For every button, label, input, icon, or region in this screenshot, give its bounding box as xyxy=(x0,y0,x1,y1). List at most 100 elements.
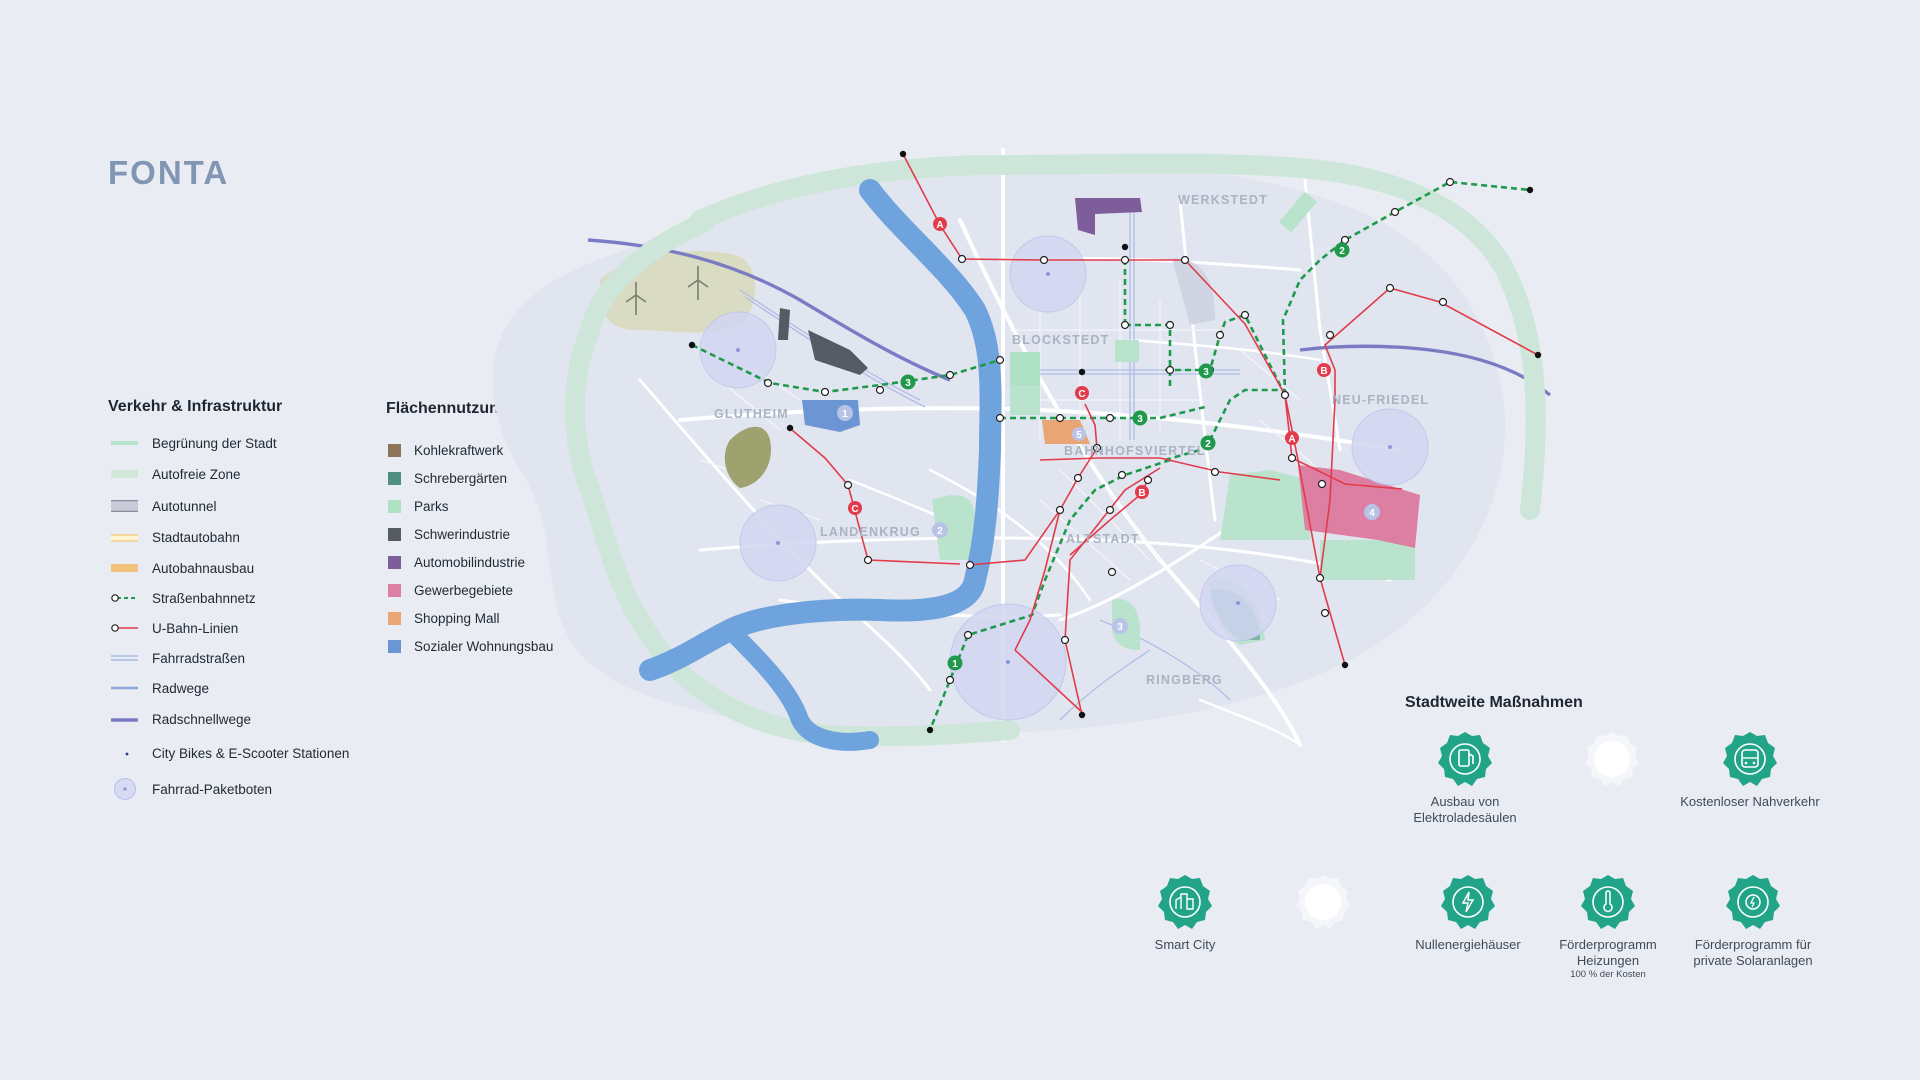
legend-item-greening: Begrünung der Stadt xyxy=(111,428,349,458)
legend-item-landuse: Schwerindustrie xyxy=(388,520,553,548)
legend-item-stations: City Bikes & E-Scooter Stationen xyxy=(111,736,349,771)
measure-sublabel: 100 % der Kosten xyxy=(1570,969,1646,980)
tram-line-3-badge-3: 3 xyxy=(1137,414,1143,425)
legend-label: Automobilindustrie xyxy=(414,554,526,570)
subway-lines xyxy=(791,153,1539,716)
legend-item-bike-express: Radschnellwege xyxy=(111,703,349,736)
smart-city-icon xyxy=(1158,875,1212,929)
measure-heating[interactable]: Förderprogramm Heizungen 100 % der Koste… xyxy=(1533,873,1683,981)
district-ringberg: RINGBERG xyxy=(1146,673,1223,687)
legend-item-tunnel: Autotunnel xyxy=(111,490,349,522)
tunnel-icon xyxy=(111,500,138,512)
bike-path-icon xyxy=(111,682,138,694)
measure-label: Förderprogramm für private Solaranlagen xyxy=(1693,937,1813,968)
empty-badge-icon xyxy=(1585,732,1639,786)
subway-line-a-badge-2: A xyxy=(1288,434,1295,445)
city-highway-icon xyxy=(111,532,138,544)
legend-label: Schrebergärten xyxy=(414,470,508,486)
district-neu-friedel: NEU-FRIEDEL xyxy=(1332,393,1429,407)
tram-line-1-badge: 1 xyxy=(952,659,958,670)
color-swatch-icon xyxy=(388,639,401,653)
wind-turbine-icon xyxy=(625,266,709,315)
empty-badge-icon xyxy=(1296,875,1350,929)
bike-express-icon xyxy=(111,714,138,726)
measure-smart-city[interactable]: Smart City xyxy=(1110,873,1260,953)
measure-solar[interactable]: Förderprogramm für private Solaranlagen xyxy=(1678,873,1828,969)
solar-icon xyxy=(1726,875,1780,929)
legend-label: Gewerbegebiete xyxy=(414,582,514,598)
legend-label: Autobahnausbau xyxy=(152,560,255,576)
legend-item-landuse: Sozialer Wohnungsbau xyxy=(388,632,553,660)
measure-free-transit[interactable]: Kostenloser Nahverkehr xyxy=(1675,730,1825,810)
legend-item-bike-street: Fahrradstraßen xyxy=(111,643,349,673)
tram-line-2-badge-2: 2 xyxy=(1339,246,1345,257)
subway-line-b-badge-2: B xyxy=(1138,488,1145,499)
tram-line-3-badge: 3 xyxy=(905,378,911,389)
energy-house-icon xyxy=(1441,875,1495,929)
legend-item-landuse: Gewerbegebiete xyxy=(388,576,553,604)
legend-label: Fahrradstraßen xyxy=(152,650,246,666)
color-swatch-icon xyxy=(388,611,401,625)
district-glutheim: GLUTHEIM xyxy=(714,407,789,421)
color-swatch-icon xyxy=(388,527,401,541)
courier-circle-centers xyxy=(736,272,1392,664)
legend-item-carfree: Autofreie Zone xyxy=(111,458,349,490)
district-bahnhofsviertel: BAHNHOFSVIERTEL xyxy=(1064,444,1206,458)
legend-label: Schwerindustrie xyxy=(414,526,511,542)
legend-label: Sozialer Wohnungsbau xyxy=(414,638,554,654)
thermometer-icon xyxy=(1581,875,1635,929)
legend-label: Begrünung der Stadt xyxy=(152,435,277,451)
measure-label: Ausbau von Elektroladesäulen xyxy=(1413,794,1517,825)
zone-2-label: 2 xyxy=(937,526,943,537)
legend-label: Autotunnel xyxy=(152,498,217,514)
legend-item-landuse: Kohlekraftwerk xyxy=(388,436,553,464)
legend-item-subway: U-Bahn-Linien xyxy=(111,613,349,643)
legend-label: Radwege xyxy=(152,680,210,696)
measure-charging[interactable]: Ausbau von Elektroladesäulen xyxy=(1390,730,1540,826)
legend-item-landuse: Shopping Mall xyxy=(388,604,553,632)
tram-ticket-icon xyxy=(1723,732,1777,786)
zone-markers xyxy=(837,405,1380,634)
station-dot-icon xyxy=(111,748,138,760)
zone-4-label: 4 xyxy=(1369,508,1375,519)
bike-street-icon xyxy=(111,652,138,664)
green-line-icon xyxy=(111,437,138,449)
legend-item-bike-path: Radwege xyxy=(111,673,349,703)
legend-item-landuse: Parks xyxy=(388,492,553,520)
legend-infra-title: Verkehr & Infrastruktur xyxy=(108,398,283,415)
subway-line-c-badge: C xyxy=(1078,389,1085,400)
legend-area-title: Flächennutzung xyxy=(386,400,509,417)
zone-5-label: 5 xyxy=(1076,430,1082,441)
legend-label: Fahrrad-Paketboten xyxy=(152,781,273,797)
legend-label: City Bikes & E-Scooter Stationen xyxy=(152,746,350,761)
district-altstadt: ALTSTADT xyxy=(1066,532,1140,546)
district-blockstedt: BLOCKSTEDT xyxy=(1012,333,1109,347)
river-branch xyxy=(721,621,879,751)
color-swatch-icon xyxy=(388,499,401,513)
subway-line-icon xyxy=(111,622,138,634)
legend-item-tram: Straßenbahnnetz xyxy=(111,583,349,613)
legend-label: Stadtautobahn xyxy=(152,530,240,545)
zone-3-label: 3 xyxy=(1117,622,1123,633)
zone-1-label: 1 xyxy=(842,409,848,420)
brand-logo: FONTA xyxy=(108,154,230,191)
color-swatch-icon xyxy=(388,583,401,597)
legend-item-landuse: Schrebergärten xyxy=(388,464,553,492)
tram-line-2-badge: 2 xyxy=(1205,439,1211,450)
color-swatch-icon xyxy=(388,443,401,457)
district-werkstedt: WERKSTEDT xyxy=(1178,193,1268,207)
charging-station-icon xyxy=(1438,732,1492,786)
measure-label: Nullenergiehäuser xyxy=(1415,937,1521,952)
legend-item-courier: Fahrrad-Paketboten xyxy=(111,771,349,807)
measures-title: Stadtweite Maßnahmen xyxy=(1405,694,1583,711)
measure-empty-1 xyxy=(1537,730,1687,788)
courier-circle-icon xyxy=(111,777,138,801)
legend-label: U-Bahn-Linien xyxy=(152,620,239,636)
stations xyxy=(763,177,1455,685)
legend-label: Straßenbahnnetz xyxy=(152,590,256,606)
measure-zero-energy[interactable]: Nullenergiehäuser xyxy=(1393,873,1543,953)
district-landenkrug: LANDENKRUG xyxy=(820,525,921,539)
measure-label: Kostenloser Nahverkehr xyxy=(1680,794,1820,809)
